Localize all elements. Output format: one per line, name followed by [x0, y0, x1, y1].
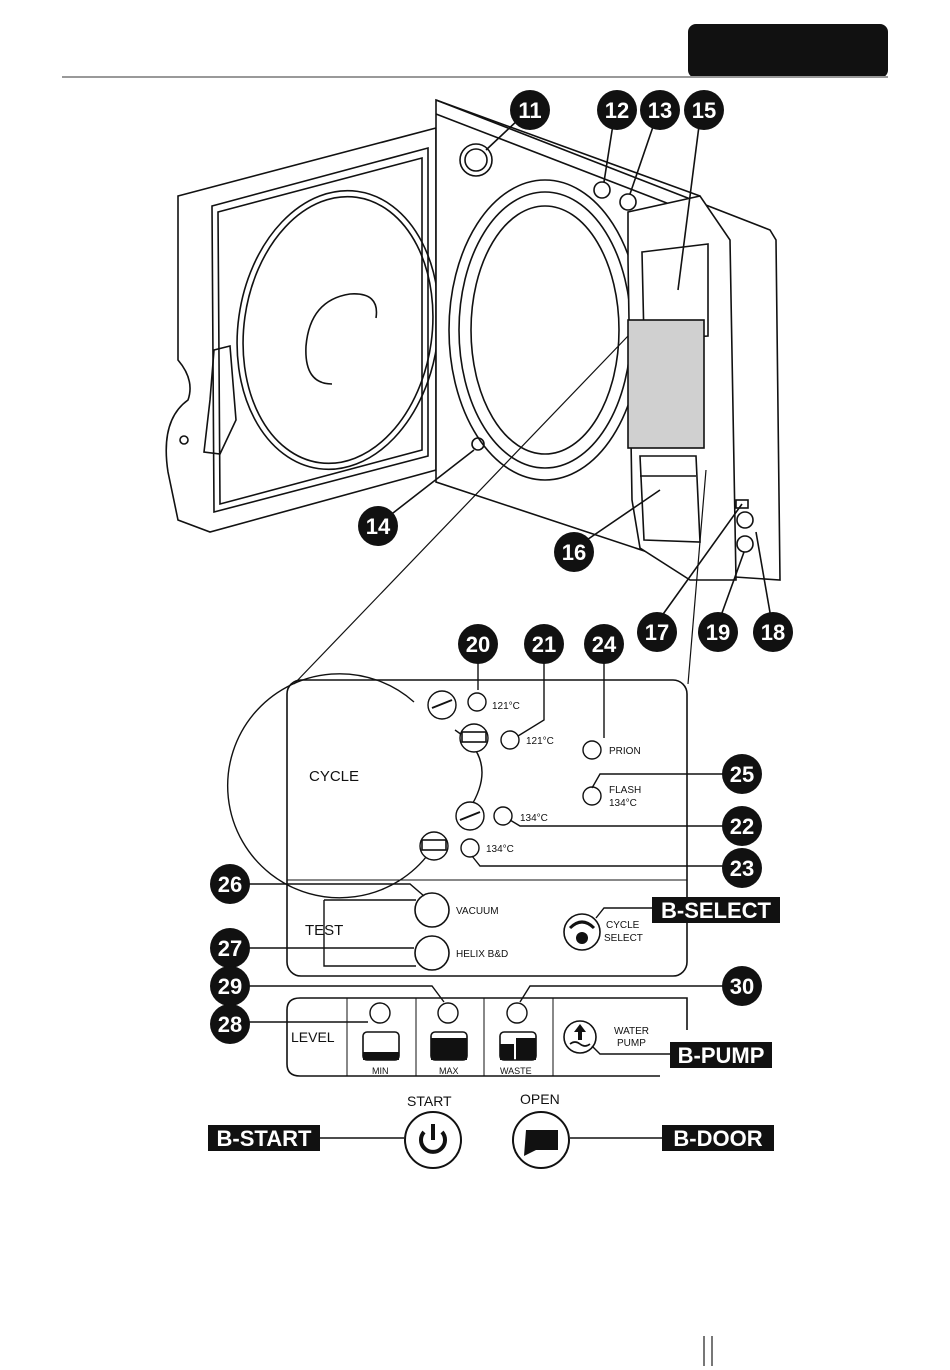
led-flash [583, 787, 601, 805]
svg-text:29: 29 [218, 974, 242, 999]
level-panel: LEVEL MIN MAX WASTE WATER PUMP [287, 998, 687, 1076]
tank-max-icon [431, 1032, 467, 1060]
helix-label: HELIX B&D [456, 949, 508, 960]
flash-label-line2: 134°C [609, 798, 637, 809]
svg-text:28: 28 [218, 1012, 242, 1037]
start-open-section: START OPEN [405, 1091, 569, 1168]
svg-text:B-DOOR: B-DOOR [673, 1126, 762, 1151]
page-footer-mark [703, 1336, 713, 1366]
water-pump-line2: PUMP [617, 1038, 646, 1049]
water-pump-line1: WATER [614, 1026, 649, 1037]
led-prion [583, 741, 601, 759]
svg-text:13: 13 [648, 98, 672, 123]
flash-label-line1: FLASH [609, 785, 641, 796]
callout-11: 11 [510, 90, 550, 130]
svg-text:11: 11 [518, 98, 541, 123]
b-start-label: B-START [208, 1125, 320, 1151]
callout-28: 28 [210, 1004, 250, 1044]
svg-text:20: 20 [466, 632, 490, 657]
svg-text:B-SELECT: B-SELECT [661, 898, 772, 923]
cycle-label: CYCLE [309, 768, 359, 785]
cycle-select-line2: SELECT [604, 933, 643, 944]
svg-text:24: 24 [592, 632, 617, 657]
b-door-label: B-DOOR [662, 1125, 774, 1151]
svg-text:12: 12 [605, 98, 629, 123]
prion-label: PRION [609, 746, 641, 757]
callout-20: 20 [458, 624, 498, 664]
svg-text:15: 15 [692, 98, 716, 123]
svg-text:26: 26 [218, 872, 242, 897]
svg-text:23: 23 [730, 856, 754, 881]
led-level-min [370, 1003, 390, 1023]
led-134-wrapped [461, 839, 479, 857]
vacuum-label: VACUUM [456, 906, 499, 917]
start-label: START [407, 1093, 452, 1109]
svg-text:17: 17 [645, 620, 669, 645]
temp-134-label-a: 134°C [520, 813, 548, 824]
tank-min-icon [363, 1032, 399, 1060]
callout-18: 18 [753, 612, 793, 652]
svg-text:B-PUMP: B-PUMP [678, 1043, 765, 1068]
svg-text:16: 16 [562, 540, 586, 565]
led-121-wrapped [501, 731, 519, 749]
svg-text:21: 21 [532, 632, 556, 657]
autoclave-illustration [166, 100, 780, 684]
callout-14: 14 [358, 506, 398, 546]
led-121-pouch [468, 693, 486, 711]
callout-27: 27 [210, 928, 250, 968]
test-label: TEST [305, 922, 343, 939]
svg-text:19: 19 [706, 620, 730, 645]
callout-13: 13 [640, 90, 680, 130]
callout-29: 29 [210, 966, 250, 1006]
callout-16: 16 [554, 532, 594, 572]
callout-17: 17 [637, 612, 677, 652]
callout-25: 25 [722, 754, 762, 794]
led-level-max [438, 1003, 458, 1023]
min-label: MIN [372, 1066, 389, 1076]
callout-30: 30 [722, 966, 762, 1006]
b-pump-label: B-PUMP [670, 1042, 772, 1068]
temp-121-label-a: 121°C [492, 701, 520, 712]
callout-12: 12 [597, 90, 637, 130]
temp-134-label-b: 134°C [486, 844, 514, 855]
b-labels: B-SELECT B-PUMP B-START B-DOOR [208, 897, 780, 1151]
waste-label: WASTE [500, 1066, 532, 1076]
svg-text:25: 25 [730, 762, 754, 787]
callout-26: 26 [210, 864, 250, 904]
control-panel: CYCLE 121°C 121°C PRION FLASH 134°C 134°… [228, 674, 687, 976]
svg-text:18: 18 [761, 620, 785, 645]
svg-text:B-START: B-START [217, 1126, 312, 1151]
vacuum-test-button[interactable] [415, 893, 449, 927]
svg-text:22: 22 [730, 814, 754, 839]
open-label: OPEN [520, 1091, 560, 1107]
svg-text:14: 14 [366, 514, 391, 539]
svg-text:30: 30 [730, 974, 754, 999]
callout-22: 22 [722, 806, 762, 846]
callout-24: 24 [584, 624, 624, 664]
callout-21: 21 [524, 624, 564, 664]
led-134-pouch [494, 807, 512, 825]
b-select-label: B-SELECT [652, 897, 780, 923]
tank-waste-icon [500, 1032, 536, 1060]
svg-text:27: 27 [218, 936, 242, 961]
cycle-select-line1: CYCLE [606, 920, 640, 931]
max-label: MAX [439, 1066, 459, 1076]
callout-19: 19 [698, 612, 738, 652]
led-level-waste [507, 1003, 527, 1023]
level-label: LEVEL [291, 1029, 335, 1045]
helix-test-button[interactable] [415, 936, 449, 970]
temp-121-label-b: 121°C [526, 736, 554, 747]
callout-23: 23 [722, 848, 762, 888]
callout-15: 15 [684, 90, 724, 130]
